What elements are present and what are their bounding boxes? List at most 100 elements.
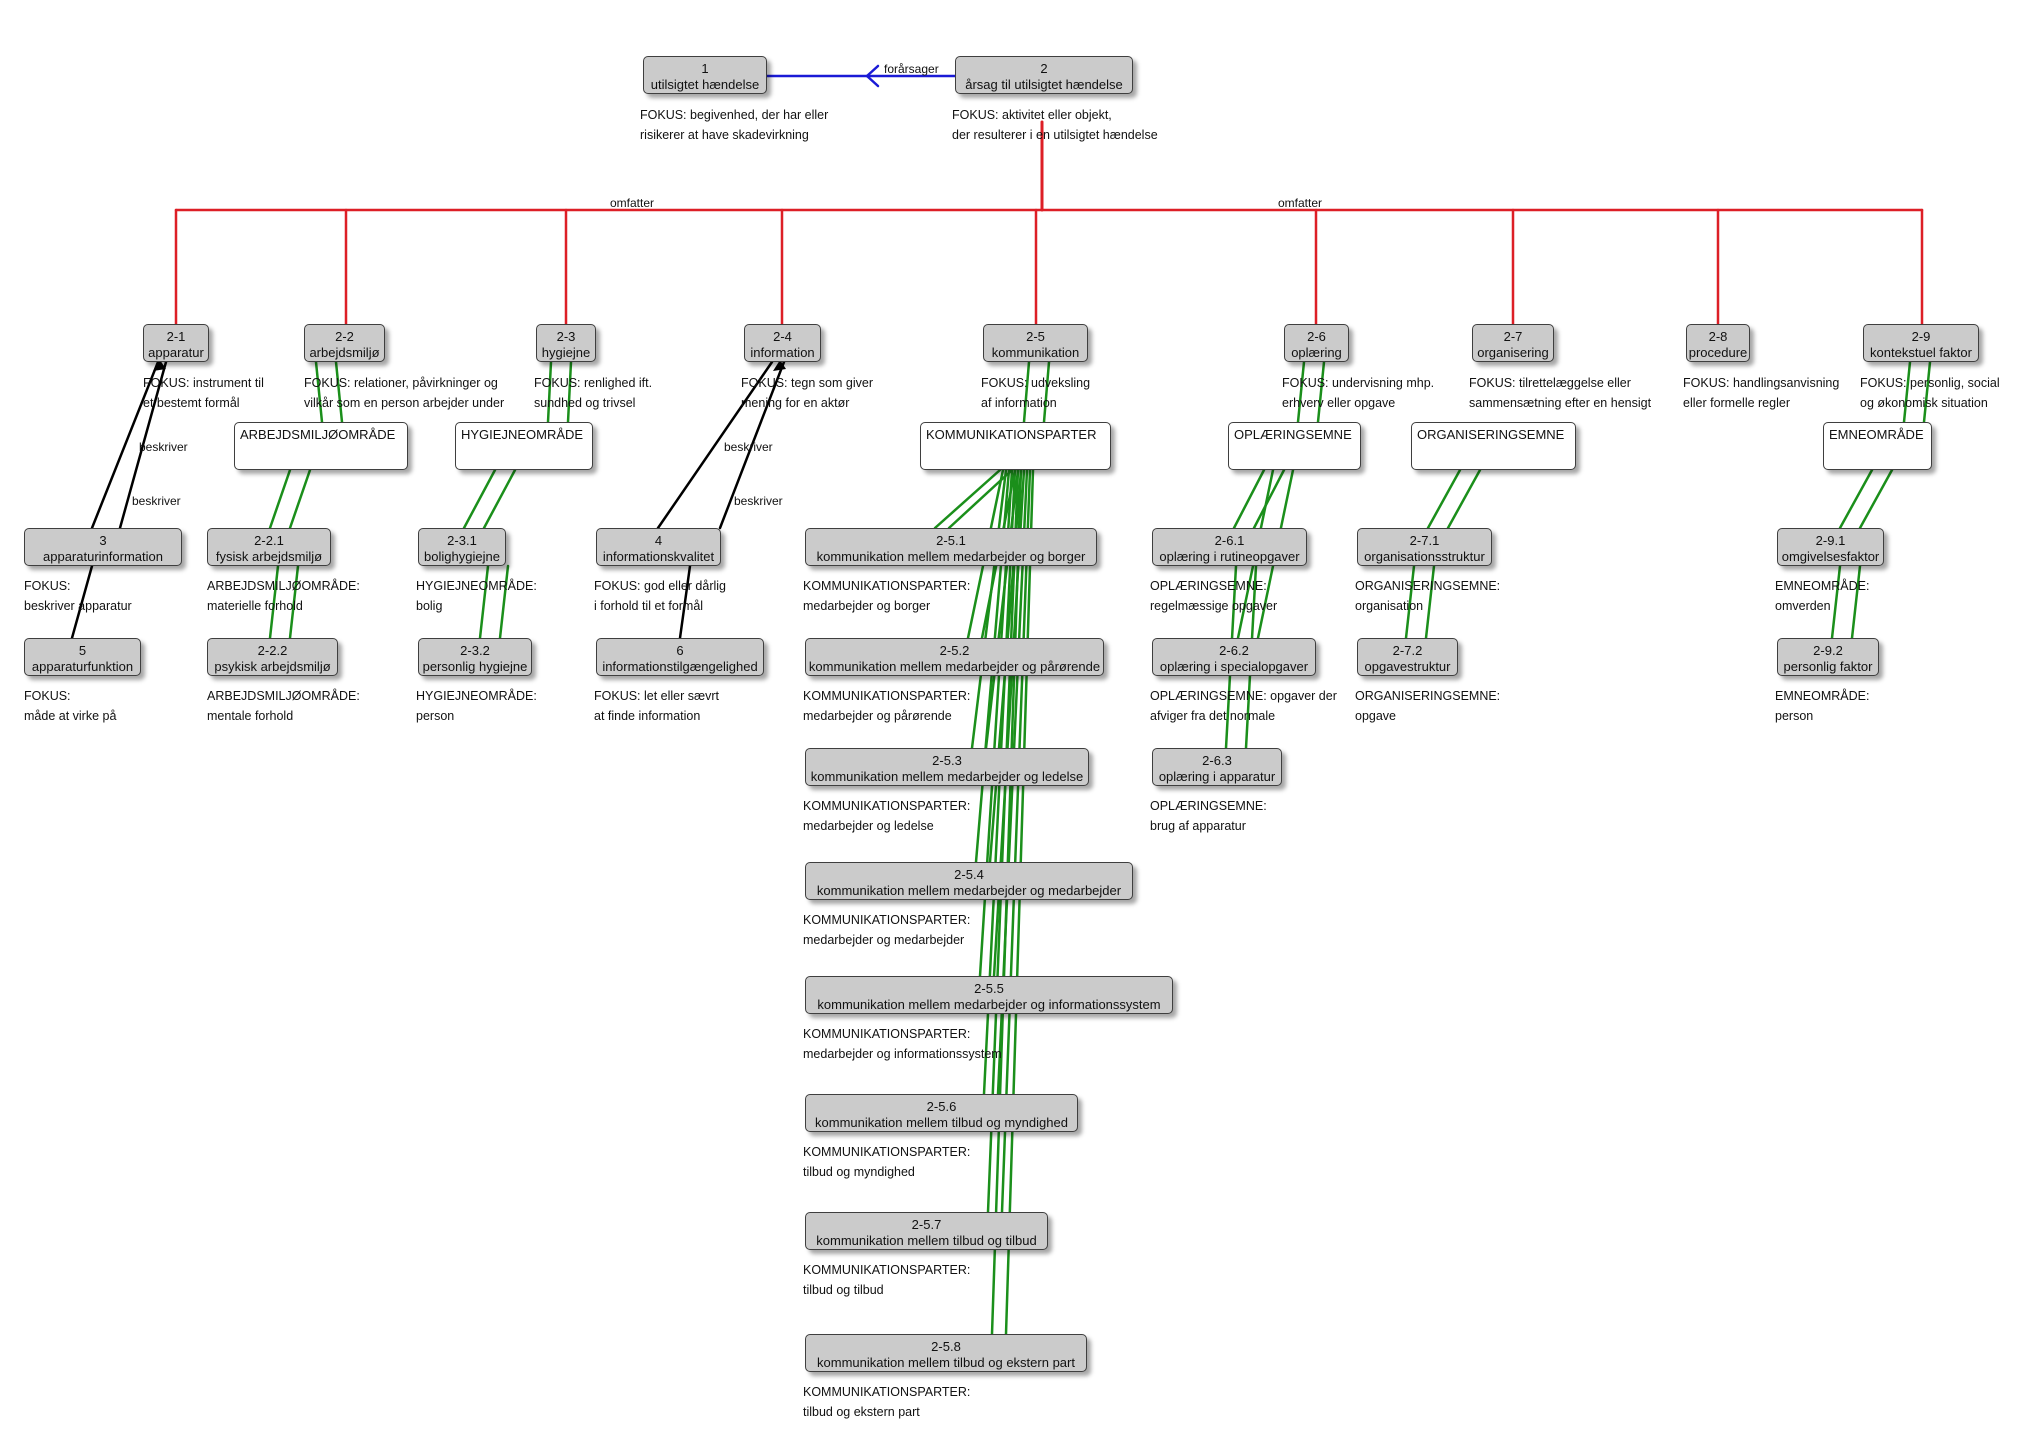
category-box-opl[interactable]: OPLÆRINGSEMNE: [1228, 422, 1361, 470]
subtype-parent-tick-1-b: [566, 360, 573, 424]
description-line: omverden: [1775, 598, 1831, 613]
describes-4-to-2-4-a: [656, 360, 774, 530]
category-box-arb[interactable]: ARBEJDSMILJØOMRÅDE: [234, 422, 408, 470]
node-number: 2-5.1: [936, 533, 966, 548]
description-line: mentale forhold: [207, 708, 294, 723]
description-line: KOMMUNIKATIONSPARTER:: [803, 1145, 971, 1159]
description-line: FOKUS: tilrettelæggelse eller: [1469, 376, 1631, 390]
category-box-kom[interactable]: KOMMUNIKATIONSPARTER: [920, 422, 1111, 470]
description-line: at finde information: [594, 708, 701, 723]
description-line: KOMMUNIKATIONSPARTER:: [803, 1385, 971, 1399]
description-line: beskriver apparatur: [24, 598, 132, 613]
node-title: oplæring: [1291, 345, 1342, 360]
subtype-kom-7-b: [1000, 468, 1032, 1214]
causes-arrowhead-lower: [865, 74, 880, 88]
subtype-kom-1-a: [933, 468, 1002, 530]
description-line: medarbejder og ledelse: [803, 818, 934, 833]
node-title: organisationsstruktur: [1364, 549, 1485, 564]
description-line: opgave: [1355, 708, 1397, 723]
subtype-org-1-a: [1426, 468, 1462, 530]
node-title: kommunikation mellem tilbud og myndighed: [815, 1115, 1068, 1130]
relation-label: beskriver: [724, 440, 773, 454]
node-description: ARBEJDSMILJØOMRÅDE:materielle forhold: [207, 577, 360, 616]
description-line: KOMMUNIKATIONSPARTER:: [803, 799, 971, 813]
description-line: regelmæssige opgaver: [1150, 598, 1278, 613]
description-line: KOMMUNIKATIONSPARTER:: [803, 579, 971, 593]
node-title: personlig hygiejne: [422, 659, 528, 674]
node-title: omgivelsesfaktor: [1781, 549, 1880, 564]
describes-arrowhead-1: [153, 360, 166, 371]
node-title: kommunikation mellem medarbejder og lede…: [810, 769, 1084, 784]
category-box-hyg[interactable]: HYGIEJNEOMRÅDE: [455, 422, 593, 470]
description-line: afviger fra det normale: [1150, 708, 1276, 723]
subtype-kom-3-a: [970, 468, 1008, 750]
node-title: information: [750, 345, 815, 360]
node-number: 3: [99, 533, 107, 548]
node-number: 2-3: [556, 329, 576, 344]
node-number: 2-9.2: [1813, 643, 1843, 658]
description-line: risikerer at have skadevirkning: [640, 127, 809, 142]
node-title: årsag til utilsigtet hændelse: [965, 77, 1123, 92]
node-number: 2-8: [1708, 329, 1728, 344]
node-number: 2-3.2: [460, 643, 490, 658]
node-description: KOMMUNIKATIONSPARTER:tilbud og myndighed: [803, 1143, 970, 1182]
description-line: FOKUS:: [24, 689, 71, 703]
describes-5-to-3: [70, 564, 94, 640]
description-line: ORGANISERINGSEMNE:: [1355, 579, 1501, 593]
subtype-emn-2-b: [1850, 564, 1862, 640]
description-line: FOKUS:: [24, 579, 71, 593]
description-line: måde at virke på: [24, 708, 117, 723]
node-number: 2-7.2: [1392, 643, 1423, 658]
category-box-org[interactable]: ORGANISERINGSEMNE: [1411, 422, 1576, 470]
node-description: KOMMUNIKATIONSPARTER: medarbejder og lede…: [803, 797, 970, 836]
node-number: 2-2.2: [257, 643, 288, 658]
relation-label: omfatter: [1278, 196, 1323, 210]
description-line: FOKUS: renlighed ift.: [534, 376, 653, 390]
subtype-emn-1-b: [1858, 468, 1894, 530]
subtype-parent-tick-0-a: [314, 360, 324, 424]
description-line: et bestemt formål: [143, 395, 240, 410]
category-box-emn[interactable]: EMNEOMRÅDE: [1823, 422, 1932, 470]
description-line: FOKUS: let eller sævrt: [594, 689, 720, 703]
subtype-emn-1-a: [1838, 468, 1874, 530]
description-line: mening for en aktør: [741, 395, 850, 410]
node-title: oplæring i rutineopgaver: [1159, 549, 1300, 564]
node-description: ORGANISERINGSEMNE:organisation: [1355, 577, 1500, 616]
node-title: apparaturfunktion: [31, 659, 134, 674]
